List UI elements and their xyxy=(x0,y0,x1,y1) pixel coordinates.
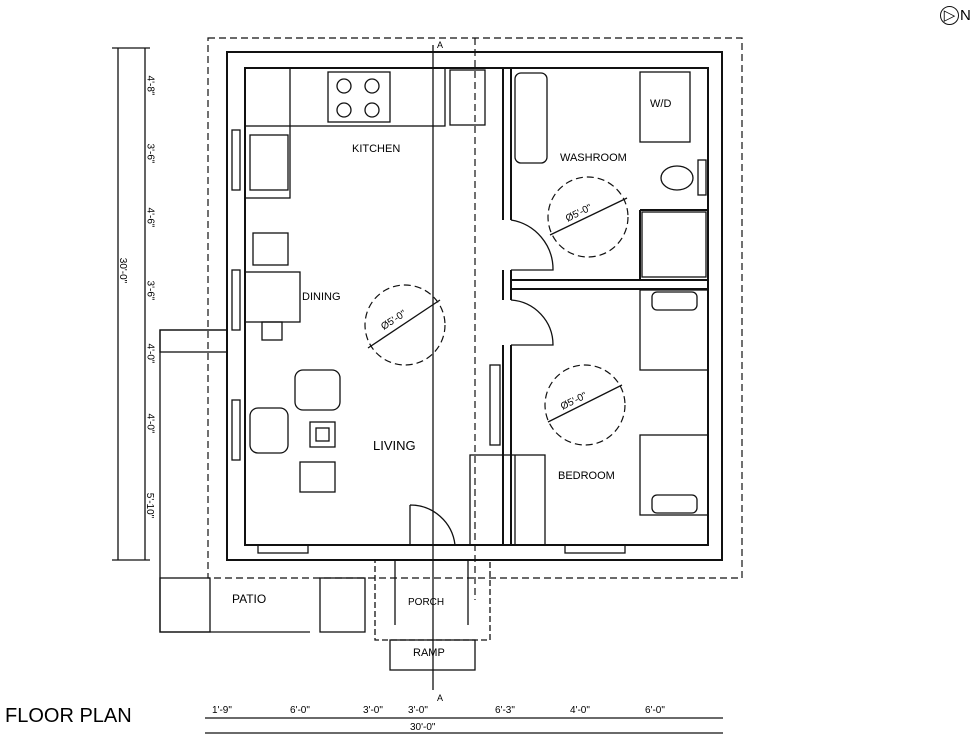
dim-h-3: 3'-0" xyxy=(363,705,383,716)
room-label-kitchen: KITCHEN xyxy=(352,143,401,155)
dim-h-2: 6'-0" xyxy=(290,705,310,716)
room-label-ramp: RAMP xyxy=(413,647,445,659)
room-label-porch: PORCH xyxy=(408,597,445,608)
turning-circle-label: Ø5'-0" xyxy=(563,202,594,225)
patio xyxy=(159,329,366,633)
dim-v-4: 3'-6" xyxy=(144,280,156,301)
windows-left xyxy=(231,129,626,554)
turning-circle-label: Ø5'-0" xyxy=(558,390,589,413)
dim-h-6: 4'-0" xyxy=(570,705,590,716)
room-label-bedroom: BEDROOM xyxy=(558,470,615,482)
room-label-patio: PATIO xyxy=(232,592,267,606)
dim-v-7: 5'-10" xyxy=(144,492,156,519)
door-swings xyxy=(409,219,554,546)
washer-dryer-label: W/D xyxy=(650,98,672,110)
title: FLOOR PLAN xyxy=(5,705,132,727)
interior-walls xyxy=(502,68,708,545)
vertical-dimension-lines xyxy=(112,47,150,561)
section-marker-top: A xyxy=(437,40,444,50)
dim-h-4: 3'-0" xyxy=(408,705,428,716)
dim-h-7: 6'-0" xyxy=(645,705,665,716)
kitchen-counter xyxy=(244,67,486,199)
dim-v-total: 30'-0" xyxy=(117,257,129,284)
room-label-washroom: WASHROOM xyxy=(560,152,627,164)
section-marker-bottom: A xyxy=(437,693,444,703)
room-label-living: LIVING xyxy=(373,438,416,453)
dim-h-1: 1'-9" xyxy=(212,705,232,716)
dim-v-1: 4'-8" xyxy=(144,75,156,96)
dim-v-2: 3'-6" xyxy=(144,143,156,164)
dim-h-total: 30'-0" xyxy=(410,722,436,733)
dim-v-5: 4'-0" xyxy=(144,343,156,364)
turning-circle-label: Ø5'-0" xyxy=(379,308,409,333)
north-label: N xyxy=(960,7,971,24)
turning-circles xyxy=(364,176,629,446)
dim-h-5: 6'-3" xyxy=(495,705,515,716)
furniture xyxy=(244,71,709,546)
turning-circle-diameters xyxy=(367,197,628,423)
north-compass: ▷ xyxy=(940,6,959,25)
dim-v-6: 4'-0" xyxy=(144,413,156,434)
room-label-dining: DINING xyxy=(302,291,341,303)
dim-v-3: 4'-6" xyxy=(144,207,156,228)
horizontal-dimension-lines xyxy=(205,717,723,734)
